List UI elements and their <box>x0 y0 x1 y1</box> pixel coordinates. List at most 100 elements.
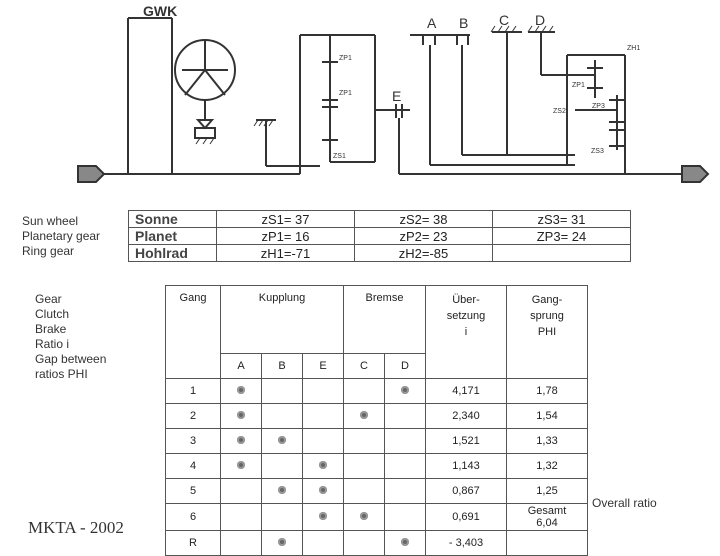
engaged-dot-icon <box>237 385 245 394</box>
engagement-cell-c <box>343 452 385 479</box>
gear-label-zp1-a: ZP1 <box>339 55 352 62</box>
overall-ratio-label: Overall ratio <box>592 496 657 510</box>
row-label-hohlrad: Hohlrad <box>128 244 217 262</box>
engagement-cell-e <box>302 402 344 429</box>
ratio-cell: 2,340 <box>425 402 507 429</box>
gear-label-zp3: ZP3 <box>592 103 605 110</box>
engaged-dot-icon <box>319 460 327 469</box>
engagement-cell-d <box>384 427 426 454</box>
phi-cell: 1,33 <box>506 427 588 454</box>
cell-zh2: zH2=-85 <box>354 244 493 262</box>
legend-planetary-gear: Planetary gear <box>22 229 101 243</box>
row-label-planet: Planet <box>128 227 217 245</box>
gear-label-zp1-b: ZP1 <box>339 90 352 97</box>
brake-d-label: D <box>535 12 546 28</box>
legend-brake: Brake <box>35 322 67 336</box>
engagement-cell-c <box>343 402 385 429</box>
engaged-dot-icon <box>360 511 368 520</box>
gear-label-zs1: ZS1 <box>333 153 346 160</box>
engagement-cell-a <box>220 452 262 479</box>
legend-gear: Gear <box>35 292 62 306</box>
shift-table: Gang Kupplung Bremse Über- setzung i Gan… <box>165 285 588 556</box>
engagement-cell-b <box>261 502 303 531</box>
table-row: Planet zP1= 16 zP2= 23 ZP3= 24 <box>128 227 631 245</box>
engagement-cell-b <box>261 377 303 404</box>
engaged-dot-icon <box>237 410 245 419</box>
cell-zp1: zP1= 16 <box>216 227 355 245</box>
engagement-cell-a <box>220 427 262 454</box>
gearbox-schematic <box>77 17 710 183</box>
output-arrow <box>681 165 710 183</box>
phi-cell: Gesamt 6,04 <box>506 502 588 531</box>
engagement-cell-a <box>220 377 262 404</box>
engagement-cell-e <box>302 377 344 404</box>
gang-cell: 3 <box>165 427 221 454</box>
engaged-dot-icon <box>237 435 245 444</box>
engaged-dot-icon <box>278 485 286 494</box>
cell-empty <box>492 244 631 262</box>
engagement-cell-e <box>302 502 344 531</box>
engagement-cell-c <box>343 427 385 454</box>
legend-clutch: Clutch <box>35 307 70 321</box>
phi-cell: 1,32 <box>506 452 588 479</box>
engagement-cell-e <box>302 452 344 479</box>
legend-sun-wheel: Sun wheel <box>22 214 79 228</box>
engagement-cell-b <box>261 452 303 479</box>
engagement-cell-b <box>261 529 303 556</box>
table-row: R - 3,403 <box>165 529 588 556</box>
clutch-e-label: E <box>392 88 402 104</box>
cell-zs1: zS1= 37 <box>216 210 355 228</box>
ratio-cell: - 3,403 <box>425 529 507 556</box>
gang-cell: 2 <box>165 402 221 429</box>
engagement-cell-d <box>384 452 426 479</box>
gear-legend: Sun wheel Planetary gear Ring gear <box>22 214 100 259</box>
engagement-cell-a <box>220 502 262 531</box>
header-bremse: Bremse <box>343 285 426 354</box>
gear-label-zs2: ZS2 <box>553 108 566 115</box>
gang-cell: R <box>165 529 221 556</box>
legend-ring-gear: Ring gear <box>22 244 75 258</box>
legend-ratios-phi: ratios PHI <box>35 367 88 381</box>
gear-label-zs3: ZS3 <box>591 148 604 155</box>
clutch-b-label: B <box>459 15 469 31</box>
subheader-a: A <box>220 353 262 379</box>
header-kupplung: Kupplung <box>220 285 344 354</box>
cell-zh1: zH1=-71 <box>216 244 355 262</box>
phi-cell <box>506 529 588 556</box>
input-arrow <box>77 165 106 183</box>
subheader-b: B <box>261 353 303 379</box>
engagement-cell-c <box>343 377 385 404</box>
cell-zp2: zP2= 23 <box>354 227 493 245</box>
engagement-cell-d <box>384 502 426 531</box>
footer-credit: MKTA - 2002 <box>28 518 124 537</box>
subheader-e: E <box>302 353 344 379</box>
engagement-cell-c <box>343 477 385 504</box>
gang-cell: 1 <box>165 377 221 404</box>
shift-legend: Gear Clutch Brake Ratio i Gap between ra… <box>35 292 106 382</box>
subheader-c: C <box>343 353 385 379</box>
engaged-dot-icon <box>360 410 368 419</box>
header-gangsprung: Gang- sprung PHI <box>506 285 588 379</box>
phi-cell: 1,78 <box>506 377 588 404</box>
engagement-cell-b <box>261 402 303 429</box>
engagement-cell-d <box>384 402 426 429</box>
teeth-count-table: Sonne zS1= 37 zS2= 38 zS3= 31 Planet zP1… <box>128 210 631 262</box>
engagement-cell-b <box>261 477 303 504</box>
brake-c-label: C <box>499 12 510 28</box>
engagement-cell-d <box>384 477 426 504</box>
phi-cell: 1,54 <box>506 402 588 429</box>
cell-zs2: zS2= 38 <box>354 210 493 228</box>
engagement-cell-c <box>343 502 385 531</box>
engaged-dot-icon <box>319 511 327 520</box>
engagement-cell-e <box>302 529 344 556</box>
engagement-cell-a <box>220 402 262 429</box>
engagement-cell-d <box>384 529 426 556</box>
clutch-a-label: A <box>427 15 437 31</box>
gear-label-zp1-right: ZP1 <box>572 82 585 89</box>
engaged-dot-icon <box>237 460 245 469</box>
